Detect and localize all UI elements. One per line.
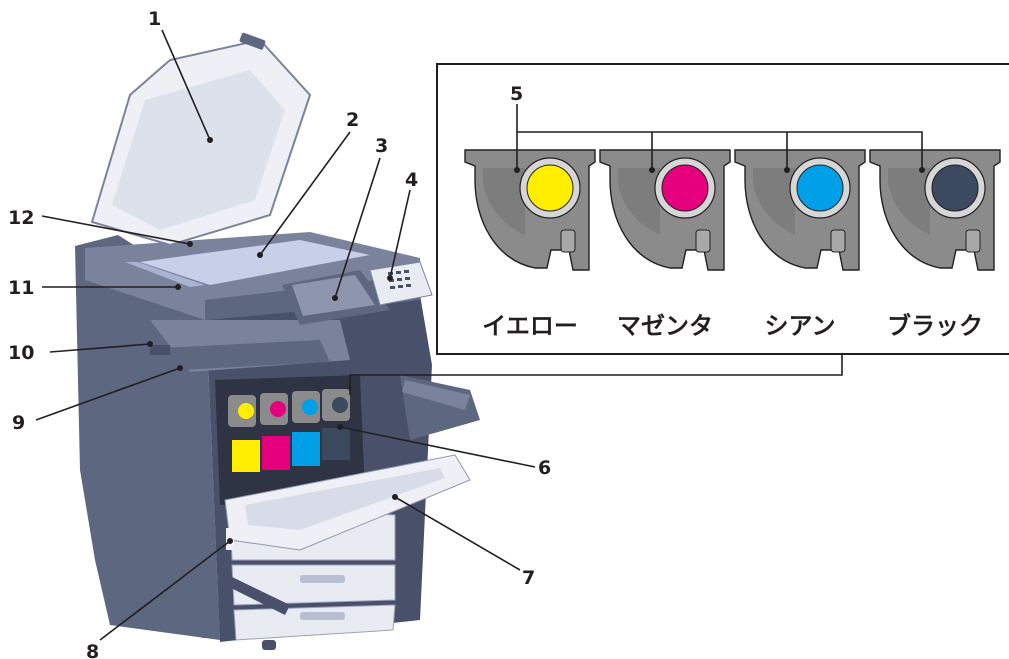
- leader-7-dot: [392, 494, 398, 500]
- lid-pad: [112, 70, 285, 230]
- toner-cap-cyan: [302, 399, 318, 415]
- leader-6: [339, 426, 536, 468]
- leader-8-dot: [227, 538, 233, 544]
- cartridge-cap-yellow: [526, 164, 574, 212]
- platen-glass: [140, 240, 370, 285]
- inset-cartridge-cyan: シアン: [734, 149, 866, 340]
- leader-12-dot: [187, 241, 193, 247]
- slit-glass: [125, 262, 205, 287]
- leader-12: [41, 215, 191, 245]
- callout-4: 4: [405, 169, 418, 191]
- leader-1-dot: [207, 137, 213, 143]
- drawer-handle: [300, 612, 345, 620]
- leader-11-dot: [175, 284, 181, 290]
- leader-9-dot: [177, 365, 183, 371]
- callout-5-bracket: [516, 121, 923, 170]
- toner-label-black: ブラック: [887, 312, 983, 340]
- toner-block-cyan: [292, 432, 320, 466]
- callout-2: 2: [346, 109, 359, 131]
- toner-cap-yellow: [238, 403, 254, 419]
- callout-5: 5: [510, 83, 523, 105]
- callout-7: 7: [522, 567, 535, 589]
- cartridge-cap-black: [931, 164, 979, 212]
- feeder-hinge: [239, 32, 266, 50]
- toner-block-black: [322, 428, 350, 460]
- leader-10-dot: [147, 341, 153, 347]
- callout-leaders: [35, 29, 536, 641]
- cartridge-shade: [618, 168, 660, 235]
- inset-connector: [349, 354, 843, 395]
- callout-12: 12: [8, 207, 34, 229]
- leader-2: [259, 131, 351, 256]
- cartridge-latch: [830, 229, 846, 253]
- toner-cap-black: [332, 397, 348, 413]
- inset-cartridge-black: ブラック: [869, 149, 1001, 340]
- toner-label-magenta: マゼンタ: [617, 312, 713, 340]
- toner-label-cyan: シアン: [764, 312, 835, 340]
- leader-8: [99, 540, 231, 641]
- leader-10: [49, 343, 151, 353]
- toner-block-yellow: [232, 440, 260, 472]
- callout-6: 6: [538, 457, 551, 479]
- callout-11: 11: [8, 277, 34, 299]
- callout-8: 8: [86, 641, 99, 659]
- toner-cap-magenta: [270, 401, 286, 417]
- toner-label-yellow: イエロー: [482, 312, 578, 340]
- paper-drawer: [231, 564, 396, 606]
- cartridge-shade: [888, 168, 930, 235]
- leader-6-dot: [337, 424, 343, 430]
- main-power-switch: [150, 345, 170, 355]
- leader-4: [389, 189, 411, 279]
- cartridge-shade: [753, 168, 795, 235]
- copier-illustration: [75, 32, 480, 650]
- cartridge-shade: [483, 168, 525, 235]
- bypass-tray: [402, 380, 470, 410]
- inset-cartridge-magenta: マゼンタ: [599, 149, 731, 340]
- caster: [262, 640, 276, 650]
- callout-numbers: 1 2 3 4 5 6 7 8 9 10 11 12: [8, 8, 551, 659]
- leader-1: [161, 29, 211, 141]
- drawer-handle: [300, 575, 345, 583]
- callout-10: 10: [8, 342, 34, 364]
- cartridge-cap-magenta: [661, 164, 709, 212]
- leader-4-dot: [387, 275, 393, 281]
- callout-1: 1: [148, 8, 161, 30]
- leader-3-dot: [332, 295, 338, 301]
- leader-3: [334, 157, 381, 299]
- callout-3: 3: [375, 135, 388, 157]
- leader-7: [394, 496, 521, 571]
- paper-drawer: [233, 604, 396, 641]
- callout-9: 9: [12, 412, 25, 434]
- keypad: [369, 261, 433, 306]
- inset-cartridge-group: イエロー マゼンタ シアン ブラック: [464, 149, 1001, 340]
- front-cover-inner: [245, 468, 445, 530]
- cartridge-latch: [965, 229, 981, 253]
- toner-block-magenta: [262, 436, 290, 470]
- toner-inset: イエロー マゼンタ シアン ブラック: [436, 63, 1009, 355]
- leader-2-dot: [257, 252, 263, 258]
- lower-door-open: [225, 575, 290, 615]
- cartridge-cap-cyan: [796, 164, 844, 212]
- leader-9: [35, 367, 181, 421]
- inset-cartridge-yellow: イエロー: [464, 149, 596, 340]
- cartridge-latch: [560, 229, 576, 253]
- output-tray-sheet: [160, 340, 330, 370]
- cartridge-latch: [695, 229, 711, 253]
